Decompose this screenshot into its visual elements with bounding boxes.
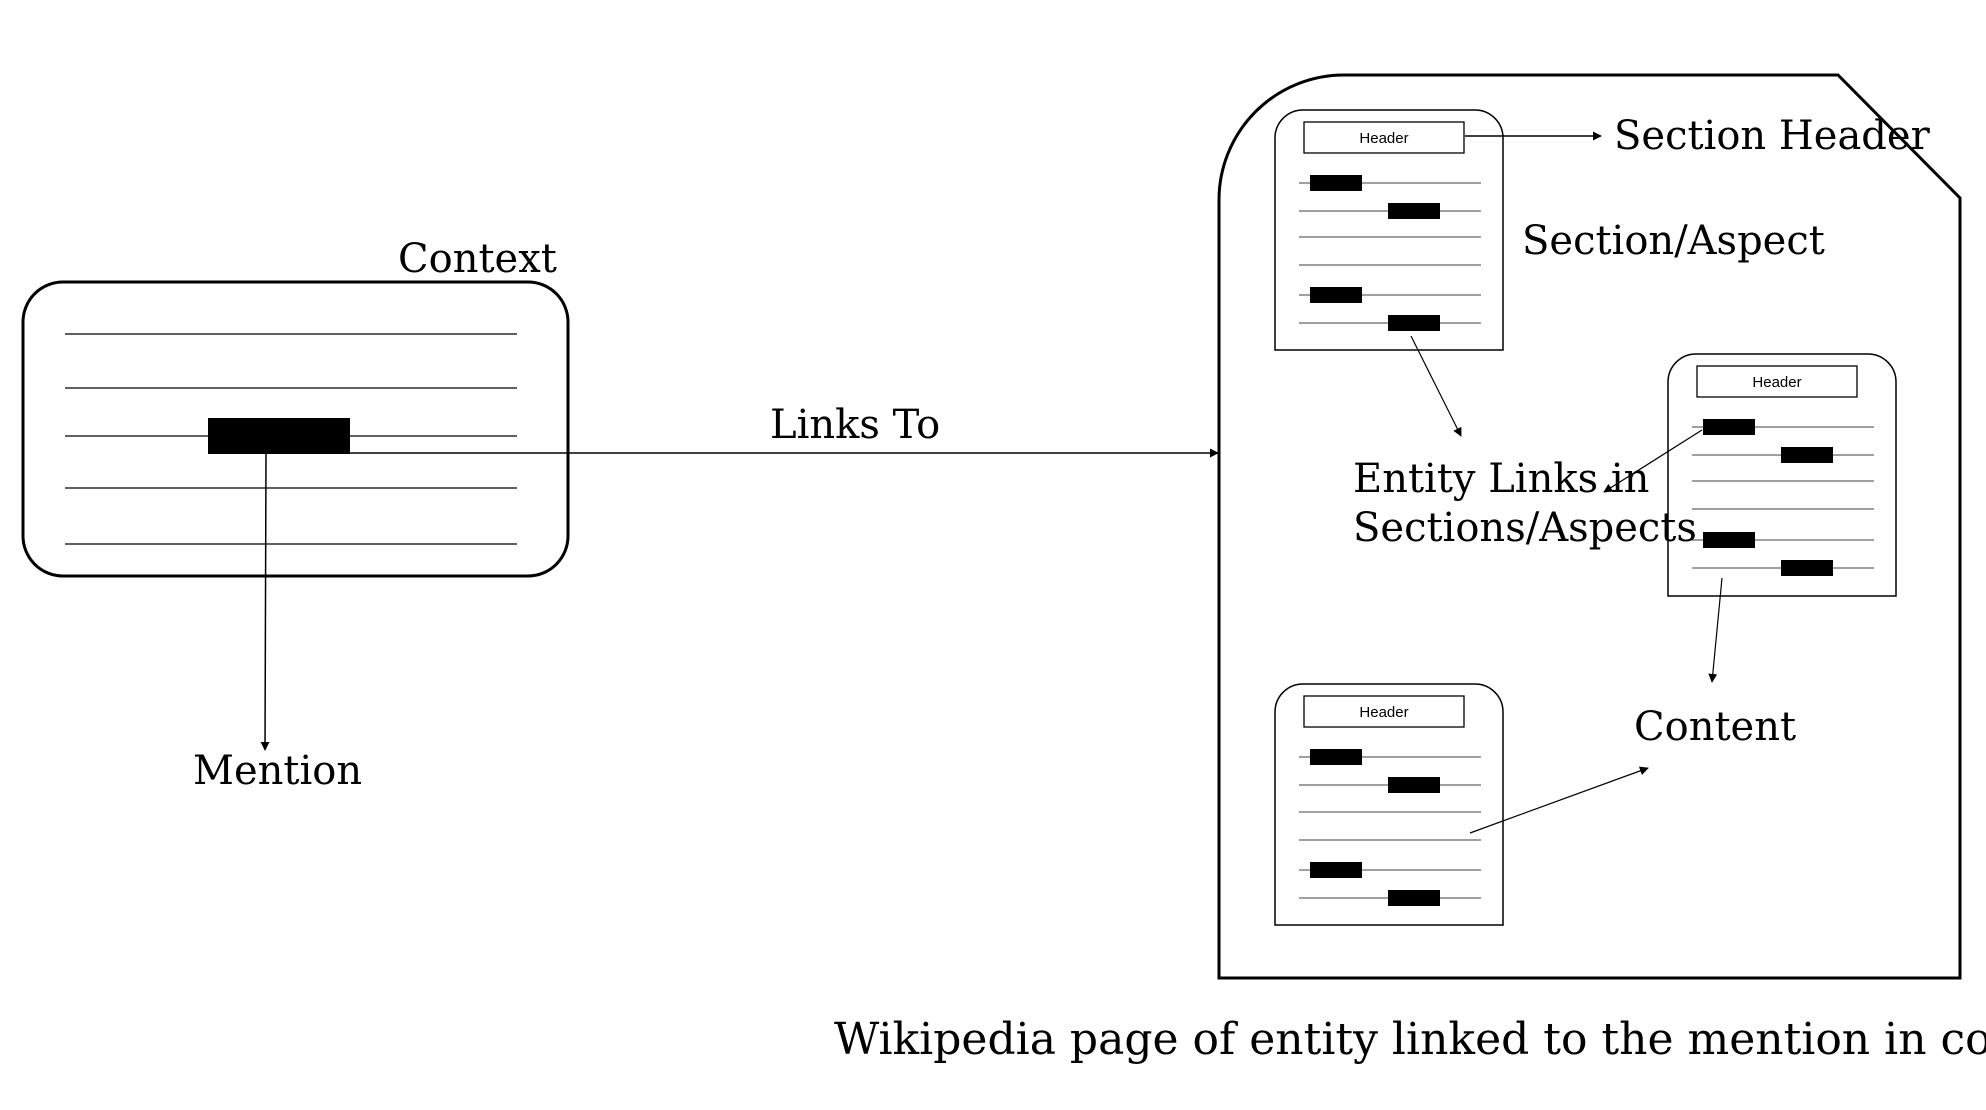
section-header-label: Section Header <box>1614 113 1931 159</box>
entity-links-line2: Sections/Aspects <box>1353 505 1697 551</box>
entity-link-mark <box>1703 532 1755 548</box>
mention-highlight <box>208 418 350 454</box>
content-arrow <box>1469 766 1649 834</box>
mention-label: Mention <box>193 748 362 794</box>
content-label: Content <box>1634 704 1796 750</box>
links-to-label: Links To <box>770 402 940 448</box>
section-card: Header <box>1274 683 1504 926</box>
entity-links-arrow <box>1603 429 1703 493</box>
entity-link-mark <box>1388 315 1440 331</box>
context-box <box>21 280 570 578</box>
entity-link-mark <box>1388 777 1440 793</box>
section-header-text: Header <box>1752 374 1801 391</box>
mention-arrow <box>260 453 270 751</box>
section-header-text: Header <box>1359 704 1408 721</box>
entity-link-mark <box>1310 749 1362 765</box>
context-label: Context <box>398 236 557 282</box>
entity-link-mark <box>1781 560 1833 576</box>
entity-links-label: Entity Links in Sections/Aspects <box>1353 456 1697 551</box>
entity-link-mark <box>1703 419 1755 435</box>
diagram-caption: Wikipedia page of entity linked to the m… <box>834 1014 1986 1065</box>
section-aspect-label: Section/Aspect <box>1522 218 1825 264</box>
entity-link-mark <box>1310 287 1362 303</box>
entity-link-mark <box>1388 890 1440 906</box>
entity-links-arrow <box>1410 335 1462 437</box>
entity-link-mark <box>1310 862 1362 878</box>
section-header-box <box>1303 695 1465 728</box>
wikipedia-page-frame <box>1217 73 1962 980</box>
content-arrow <box>1708 577 1723 683</box>
entity-link-mark <box>1781 447 1833 463</box>
section-card: Header <box>1667 353 1897 597</box>
entity-link-mark <box>1310 175 1362 191</box>
section-header-text: Header <box>1359 130 1408 147</box>
section-card: Header <box>1274 109 1504 351</box>
section-header-box <box>1303 121 1465 154</box>
section-header-box <box>1696 365 1858 398</box>
entity-links-line1: Entity Links in <box>1353 456 1649 502</box>
entity-link-mark <box>1388 203 1440 219</box>
